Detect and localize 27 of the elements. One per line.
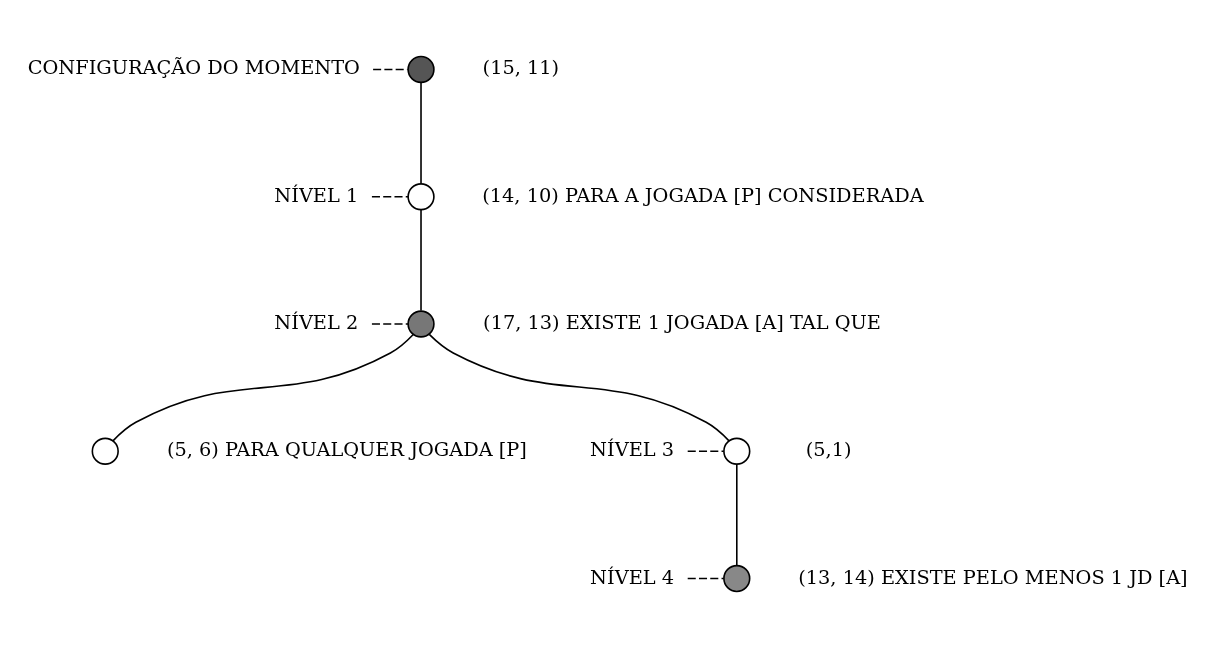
node-text: NÍVEL 2 [274, 310, 359, 334]
node-circle [407, 183, 435, 211]
node-circle [723, 437, 751, 465]
node-text: NÍVEL 4 [590, 565, 675, 589]
connector [371, 195, 409, 198]
node-text: NÍVEL 3 [590, 438, 675, 462]
node-circle [723, 564, 751, 593]
connector [371, 323, 409, 325]
connector [420, 81, 422, 185]
node-label: (15, 11) [482, 56, 560, 80]
connector [372, 68, 409, 71]
node-label: (5, 6) PARA QUALQUER JOGADA [P] [166, 438, 527, 462]
node-label: (13, 14) EXISTE PELO MENOS 1 JD [A] [798, 565, 1188, 589]
connector [686, 450, 725, 453]
node-label: (14, 10) PARA A JOGADA [P] CONSIDERADA [482, 183, 924, 207]
connector [686, 577, 725, 580]
connector [736, 463, 738, 566]
node-circle [407, 55, 435, 84]
node-text: CONFIGURAÇÃO DO MOMENTO [27, 56, 360, 80]
node-circle [407, 310, 435, 338]
node-label: (17, 13) EXISTE 1 JOGADA [A] TAL QUE [483, 310, 881, 334]
connector [112, 333, 415, 442]
node-circle [91, 437, 119, 465]
node-text: NÍVEL 1 [274, 183, 359, 207]
connector [420, 209, 422, 312]
connector [428, 333, 730, 442]
node-label: (5,1) [805, 438, 852, 462]
